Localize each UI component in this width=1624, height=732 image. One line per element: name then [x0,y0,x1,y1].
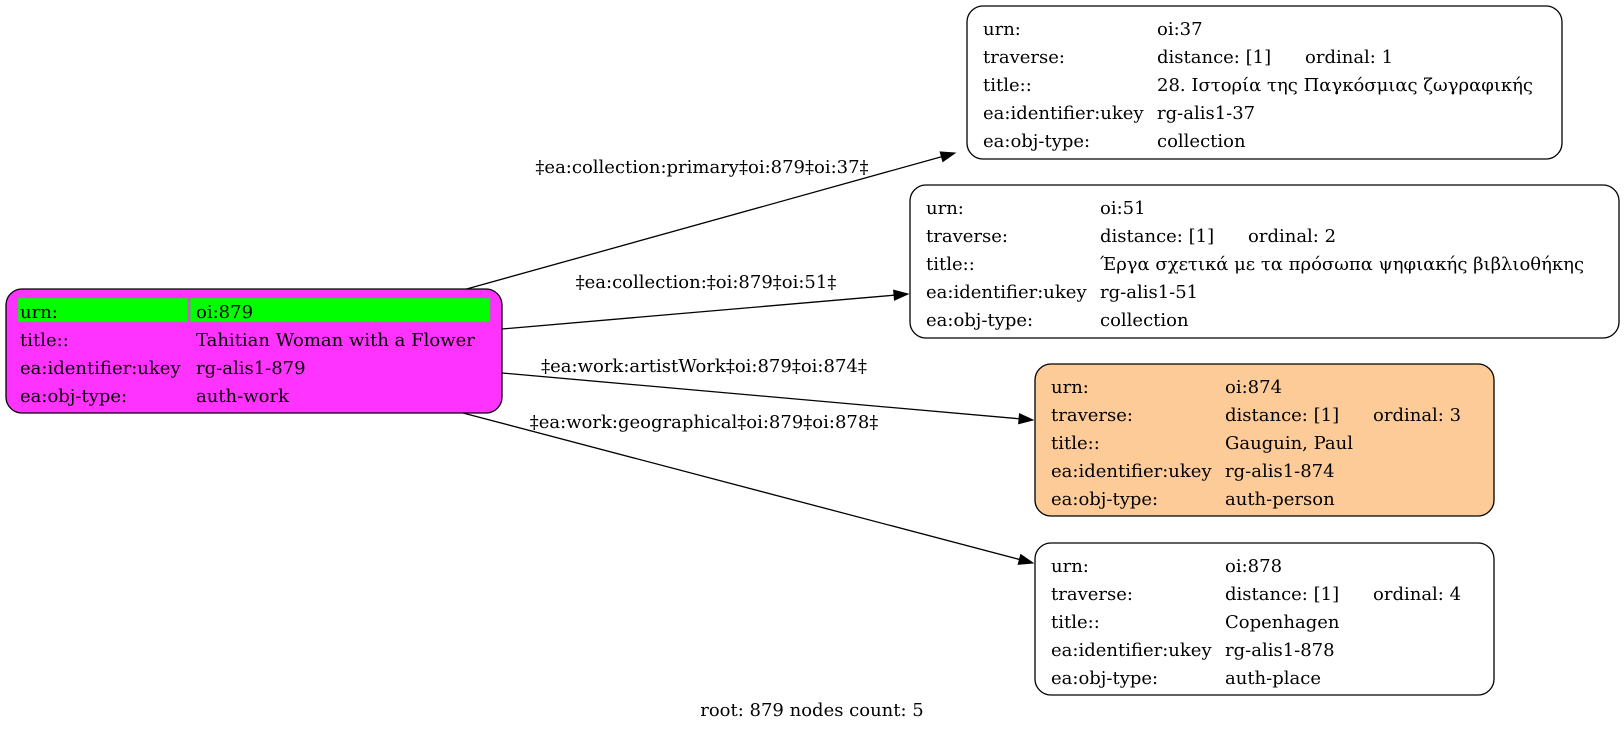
field-value: Copenhagen [1225,612,1340,633]
node-oi-51[interactable]: urn: oi:51 traverse: distance: [1] ordinal: … [909,184,1620,339]
field-label: ea:identifier:ukey [20,358,181,379]
field-value: Tahitian Woman with a Flower [196,330,475,351]
field-value: rg-alis1-37 [1157,103,1255,124]
edge-line [501,372,1020,420]
node-box [966,5,1563,160]
edge-oi-878: ‡ea:work:geographical‡oi:879‡oi:878‡ [462,412,1035,565]
node-box [1034,542,1495,696]
field-label: title:: [1051,433,1100,454]
field-label: ea:obj-type: [1051,668,1158,689]
edges-layer: ‡ea:collection:primary‡oi:879‡oi:37‡ ‡ea:… [462,151,1035,565]
node-box [909,184,1620,339]
field-value: oi:879 [196,302,253,323]
field-value: distance: [1] [1157,47,1271,68]
field-value: oi:51 [1100,198,1146,219]
edge-oi-51: ‡ea:collection:‡oi:879‡oi:51‡ [501,272,910,330]
field-value: distance: [1] [1225,584,1339,605]
edge-label: ‡ea:collection:‡oi:879‡oi:51‡ [576,272,837,293]
field-label: urn: [1051,377,1089,398]
field-value: ordinal: 1 [1305,47,1393,68]
highlight-cell [17,297,189,323]
field-value: Gauguin, Paul [1225,433,1353,454]
field-value: ordinal: 4 [1373,584,1461,605]
field-label: title:: [1051,612,1100,633]
field-value: Έργα σχετικά με τα πρόσωπα ψηφιακής βιβλ… [1100,254,1584,275]
field-label: urn: [983,19,1021,40]
field-label: ea:identifier:ukey [926,282,1087,303]
field-value: oi:37 [1157,19,1203,40]
field-label: ea:obj-type: [20,386,127,407]
node-oi-37[interactable]: urn: oi:37 traverse: distance: [1] ordinal: … [966,5,1563,160]
field-value: collection [1157,131,1246,152]
field-label: traverse: [1051,405,1133,426]
field-value: collection [1100,310,1189,331]
field-value: auth-place [1225,668,1321,689]
node-box [1034,363,1495,517]
field-value: ordinal: 2 [1248,226,1336,247]
edge-oi-874: ‡ea:work:artistWork‡oi:879‡oi:874‡ [501,356,1035,425]
field-value: rg-alis1-51 [1100,282,1198,303]
field-label: ea:identifier:ukey [983,103,1144,124]
field-value: rg-alis1-874 [1225,461,1335,482]
field-label: title:: [926,254,975,275]
field-value: oi:874 [1225,377,1282,398]
arrow-head [1018,413,1035,425]
field-value: 28. Ιστορία της Παγκόσμιας ζωγραφικής [1157,75,1533,96]
field-value: rg-alis1-878 [1225,640,1335,661]
field-value: ordinal: 3 [1373,405,1461,426]
field-value: auth-work [196,386,290,407]
field-label: ea:identifier:ukey [1051,640,1212,661]
field-label: traverse: [926,226,1008,247]
field-label: traverse: [1051,584,1133,605]
field-value: oi:878 [1225,556,1282,577]
field-label: title:: [20,330,69,351]
field-label: title:: [983,75,1032,96]
field-label: traverse: [983,47,1065,68]
edge-oi-37: ‡ea:collection:primary‡oi:879‡oi:37‡ [462,151,957,291]
highlight-cell [189,297,491,323]
field-value: distance: [1] [1100,226,1214,247]
edge-label: ‡ea:work:geographical‡oi:879‡oi:878‡ [530,412,879,433]
edge-line [462,412,1020,561]
arrow-head [893,289,910,301]
field-label: urn: [20,302,58,323]
node-oi-874[interactable]: urn: oi:874 traverse: distance: [1] ordinal:… [1034,363,1495,517]
field-label: urn: [1051,556,1089,577]
field-label: urn: [926,198,964,219]
edge-line [462,156,942,291]
field-value: rg-alis1-879 [196,358,306,379]
field-value: auth-person [1225,489,1335,510]
field-label: ea:obj-type: [1051,489,1158,510]
graph-footer: root: 879 nodes count: 5 [700,700,924,721]
arrow-head [939,151,957,163]
arrow-head [1017,553,1035,565]
field-value: distance: [1] [1225,405,1339,426]
field-label: ea:identifier:ukey [1051,461,1212,482]
field-label: ea:obj-type: [983,131,1090,152]
edge-label: ‡ea:work:artistWork‡oi:879‡oi:874‡ [541,356,867,377]
node-oi-878[interactable]: urn: oi:878 traverse: distance: [1] ordinal:… [1034,542,1495,696]
field-label: ea:obj-type: [926,310,1033,331]
edge-line [501,294,895,330]
edge-label: ‡ea:collection:primary‡oi:879‡oi:37‡ [535,157,868,178]
